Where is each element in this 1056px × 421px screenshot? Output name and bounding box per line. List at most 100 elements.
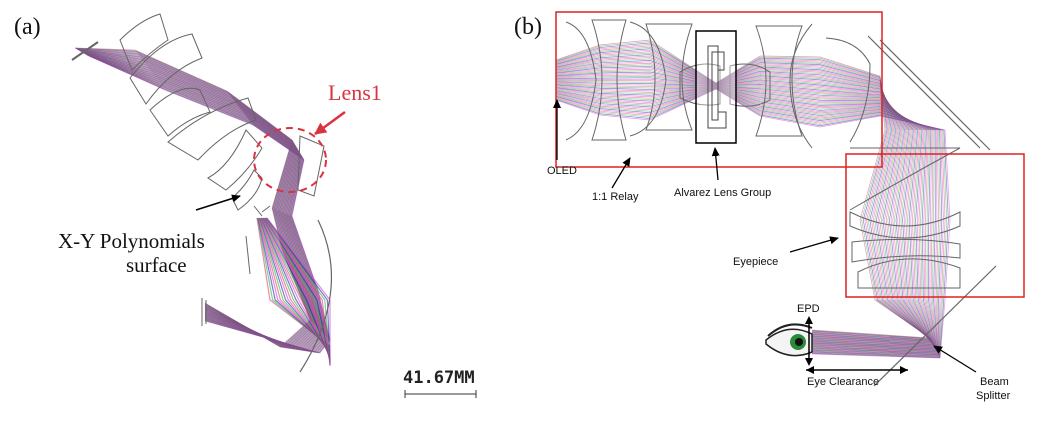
lens-b-6 xyxy=(729,63,771,107)
ray-b xyxy=(555,86,938,353)
ray-b xyxy=(555,55,933,343)
ray-a xyxy=(75,47,312,348)
ray-b xyxy=(555,71,935,347)
lens-a-3 xyxy=(149,87,211,137)
ray-a xyxy=(83,52,323,351)
ray-b xyxy=(555,86,938,352)
ray-b xyxy=(555,87,939,355)
ray-b xyxy=(555,88,951,359)
ray-a xyxy=(77,49,315,349)
ray-b xyxy=(555,78,936,349)
relay-box xyxy=(555,11,883,168)
lens-b-9 xyxy=(825,37,871,143)
ray-a xyxy=(79,50,318,350)
ray-a xyxy=(82,52,322,351)
ray-a xyxy=(83,52,324,352)
ray-b xyxy=(555,52,933,342)
ray-a xyxy=(80,50,318,350)
ray-a xyxy=(81,51,320,351)
ray-b xyxy=(555,62,934,345)
alvarez-label: Alvarez Lens Group xyxy=(674,187,771,199)
ray-b xyxy=(555,85,937,352)
ray-b xyxy=(555,88,943,357)
lens-a-1 xyxy=(119,13,169,71)
ray-a xyxy=(80,50,319,350)
ray-a xyxy=(88,55,331,354)
ray-b xyxy=(555,51,933,342)
ray-a xyxy=(76,48,313,349)
ray-a xyxy=(84,53,324,352)
ray-b xyxy=(555,87,941,357)
ray-a xyxy=(78,49,316,349)
ray-b xyxy=(555,88,949,358)
ray-a xyxy=(85,53,326,353)
eye-icon xyxy=(765,323,813,357)
eyepiece-lens-4 xyxy=(857,258,961,289)
ray-a xyxy=(82,52,322,351)
ray-a xyxy=(78,49,316,349)
ray-a xyxy=(75,48,312,348)
lens1-arrow xyxy=(314,110,346,136)
ray-b xyxy=(555,87,939,354)
prism-a xyxy=(245,205,271,275)
ray-b xyxy=(555,82,937,350)
panel-b-label: (b) xyxy=(514,14,542,40)
eyepiece-label: Eyepiece xyxy=(733,256,778,268)
lens-a-4 xyxy=(167,97,257,161)
object-plane-a xyxy=(71,41,99,61)
panel-a: Lens1 X-Y Polynomials surface 41.67MM xyxy=(58,13,477,398)
lens-b-5 xyxy=(679,63,721,106)
lens-b-8 xyxy=(789,23,813,149)
ray-a xyxy=(87,54,329,353)
ray-a xyxy=(87,55,330,353)
panel-a-lenses xyxy=(71,13,333,373)
eyepiece-lens-1 xyxy=(849,147,961,211)
fold-mirror-b xyxy=(867,35,991,151)
ray-b xyxy=(555,48,933,341)
ray-a xyxy=(87,54,329,353)
eyepiece-lens-3 xyxy=(851,238,961,263)
ray-b xyxy=(555,87,939,355)
ray-a xyxy=(86,54,328,353)
ray-a xyxy=(77,48,314,349)
ray-a xyxy=(82,52,322,351)
ray-b xyxy=(555,81,937,350)
ray-b xyxy=(555,84,937,351)
ray-b xyxy=(555,46,932,341)
scale-text: 41.67MM xyxy=(403,368,475,388)
eyepiece-arrow xyxy=(789,236,839,253)
ray-b xyxy=(555,76,936,348)
ray-a xyxy=(78,49,317,350)
ray-a-cross xyxy=(264,217,331,362)
ray-a xyxy=(88,55,330,354)
xy-surface-a xyxy=(231,169,263,211)
ray-a-cross xyxy=(265,217,331,365)
ray-a xyxy=(84,53,325,352)
ray-a xyxy=(86,54,327,353)
lens-a-5 xyxy=(207,129,263,191)
lens1-label: Lens1 xyxy=(328,80,382,105)
ray-b xyxy=(555,42,932,340)
ray-b xyxy=(555,85,938,352)
ray-a xyxy=(76,48,313,349)
ray-b xyxy=(555,61,934,344)
ray-a xyxy=(75,47,311,348)
ray-a-cross xyxy=(262,217,331,360)
mirror-a xyxy=(299,219,333,373)
lens-b-3 xyxy=(629,21,667,137)
lens-a-2 xyxy=(129,33,203,105)
ray-a xyxy=(83,52,323,352)
ray-a-cross xyxy=(266,217,331,366)
ray-a xyxy=(79,50,318,350)
pupil-a xyxy=(201,298,207,326)
ray-a-cross xyxy=(265,217,331,364)
panel-a-label: (a) xyxy=(14,14,41,40)
ray-b xyxy=(555,57,934,343)
ray-a-cross xyxy=(262,217,331,359)
ray-a xyxy=(86,54,327,353)
xy-surface-arrow xyxy=(195,194,241,211)
ray-a xyxy=(82,51,321,351)
ray-a xyxy=(88,55,330,354)
panel-b: EPD Eye Clearance OLED 1:1 Relay Alvarez… xyxy=(547,11,1025,402)
ray-b xyxy=(555,87,940,356)
